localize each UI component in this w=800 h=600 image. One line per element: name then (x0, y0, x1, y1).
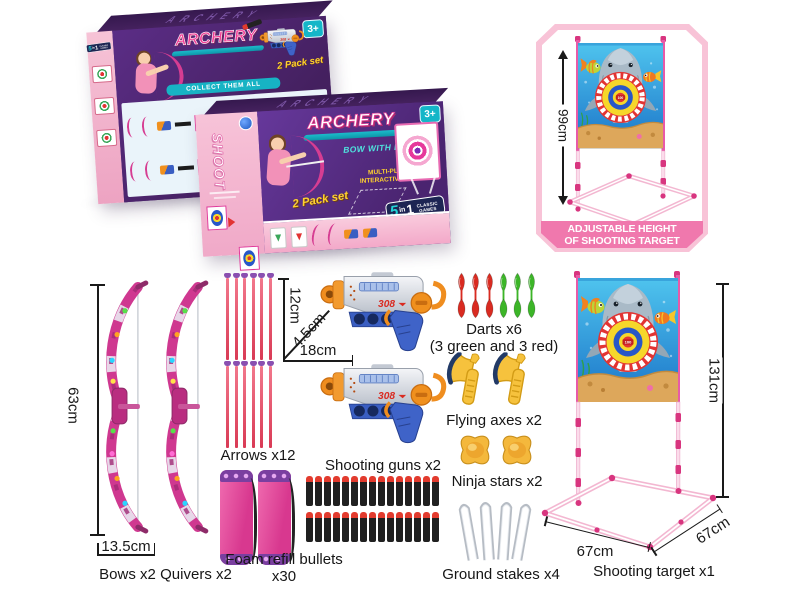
dim-tick (97, 543, 99, 555)
stars-label: Ninja stars x2 (451, 473, 543, 490)
stakes-label: Ground stakes x4 (442, 566, 560, 583)
bow-thumb (326, 222, 342, 247)
shooting-gun-figure (320, 360, 448, 445)
caption-line1: ADJUSTABLE HEIGHT (567, 222, 677, 235)
dart-green (497, 272, 510, 319)
mini-target-card (96, 128, 118, 148)
side-decor-line (209, 190, 240, 195)
arrow-up-icon (557, 50, 568, 59)
mini-target-stand (567, 36, 697, 227)
ninja-star-figure (497, 430, 537, 470)
box-gun-art (258, 25, 306, 58)
pack-label: 2 Pack set (275, 54, 324, 72)
dim-67cm-front: 67cm (576, 543, 614, 560)
side-decor-line (213, 195, 236, 200)
bullets-label-line2: x30 (271, 568, 297, 585)
brand-seal-icon (238, 115, 254, 131)
dim-12cm: 12cm (286, 287, 304, 324)
caption-line2: OF SHOOTING TARGET (564, 234, 680, 247)
instruction-icon-card (269, 226, 287, 249)
dim-18cm: 18cm (299, 342, 337, 359)
arrows-row (224, 273, 274, 360)
quiver-figure (220, 470, 257, 565)
dart-red (483, 272, 496, 319)
age-badge: 3+ (301, 19, 325, 39)
dim-tick (90, 284, 105, 286)
bow-figure (152, 277, 214, 537)
five-in-one-badge-small: 5 in 1 CLASSIC GAMES (85, 41, 112, 53)
shoot-side-text: SHOOT (209, 132, 229, 191)
target-label: Shooting target x1 (593, 563, 715, 580)
dim-line-63cm (97, 284, 99, 536)
dart-green (525, 272, 538, 319)
arrows-label: Arrows x12 (220, 447, 296, 464)
instruction-icon-card (290, 225, 308, 248)
bow-figure (92, 277, 154, 537)
shooting-target-figure (541, 271, 717, 551)
adjustable-height-panel: 99cm ADJUSTABLE HEIGHT OF SHOOTING TARGE… (536, 24, 708, 252)
dim-tick (90, 534, 105, 536)
box-side-shoot-panel: SHOOT (195, 111, 266, 271)
box-front-face: 3+ ARCHERY BOW WITH LIGHTS MULTI-PLAYER … (257, 101, 451, 254)
product-box-front: ARCHERY SHOOT 3+ ARCHERY BOW WITH LIGHTS… (195, 87, 451, 271)
dim-tick (716, 283, 729, 285)
flying-axe-figure (446, 352, 492, 406)
darts-label-line1: Darts x6 (466, 321, 522, 338)
flower-target-art (394, 121, 442, 182)
arrows-row (224, 361, 274, 448)
mini-target-card (206, 205, 228, 231)
dart-green (511, 272, 524, 319)
dart-red (469, 272, 482, 319)
guns-label: Shooting guns x2 (325, 457, 441, 474)
dim-line-12cm (283, 278, 285, 361)
flying-axe-figure (492, 352, 538, 406)
dart-red (455, 272, 468, 319)
bows-label: Bows x2 (99, 566, 156, 583)
dim-tick (153, 543, 155, 555)
dim-131cm: 131cm (705, 357, 723, 404)
dim-line-131cm (722, 283, 724, 497)
quiver-figure (258, 470, 295, 565)
quivers-label: Quivers x2 (160, 566, 232, 583)
adjustable-height-panel-inner: 99cm (542, 30, 702, 246)
dim-tick (351, 355, 353, 366)
gun-thumb (362, 227, 378, 238)
dim-63cm: 63cm (64, 387, 82, 424)
bullets-row (306, 476, 439, 506)
ninja-star-figure (455, 430, 495, 470)
bullets-row (306, 512, 439, 542)
dim-line-18cm (283, 360, 353, 362)
dim-line-13-5cm (97, 554, 155, 556)
mini-target-card (91, 64, 113, 84)
red-arrow-icon (227, 216, 236, 228)
arrow-down-icon (557, 196, 568, 205)
darts-label-line2: (3 green and 3 red) (429, 338, 559, 355)
darts-label: Darts x6 (3 green and 3 red) (419, 321, 569, 355)
dim-13-5cm: 13.5cm (101, 538, 151, 555)
axes-label: Flying axes x2 (446, 412, 542, 429)
gun-thumb (343, 228, 359, 239)
adjustable-caption: ADJUSTABLE HEIGHT OF SHOOTING TARGET (541, 221, 703, 248)
mini-target-card (238, 245, 260, 271)
bow-thumb (310, 223, 326, 248)
bullets-label-line1: Foam refill bullets (225, 551, 343, 568)
dim-tick (716, 496, 729, 498)
dim-99cm: 99cm (555, 104, 571, 147)
mini-target-card (93, 96, 116, 116)
bullets-label: Foam refill bullets x30 (224, 551, 344, 585)
dim-tick (278, 278, 289, 280)
